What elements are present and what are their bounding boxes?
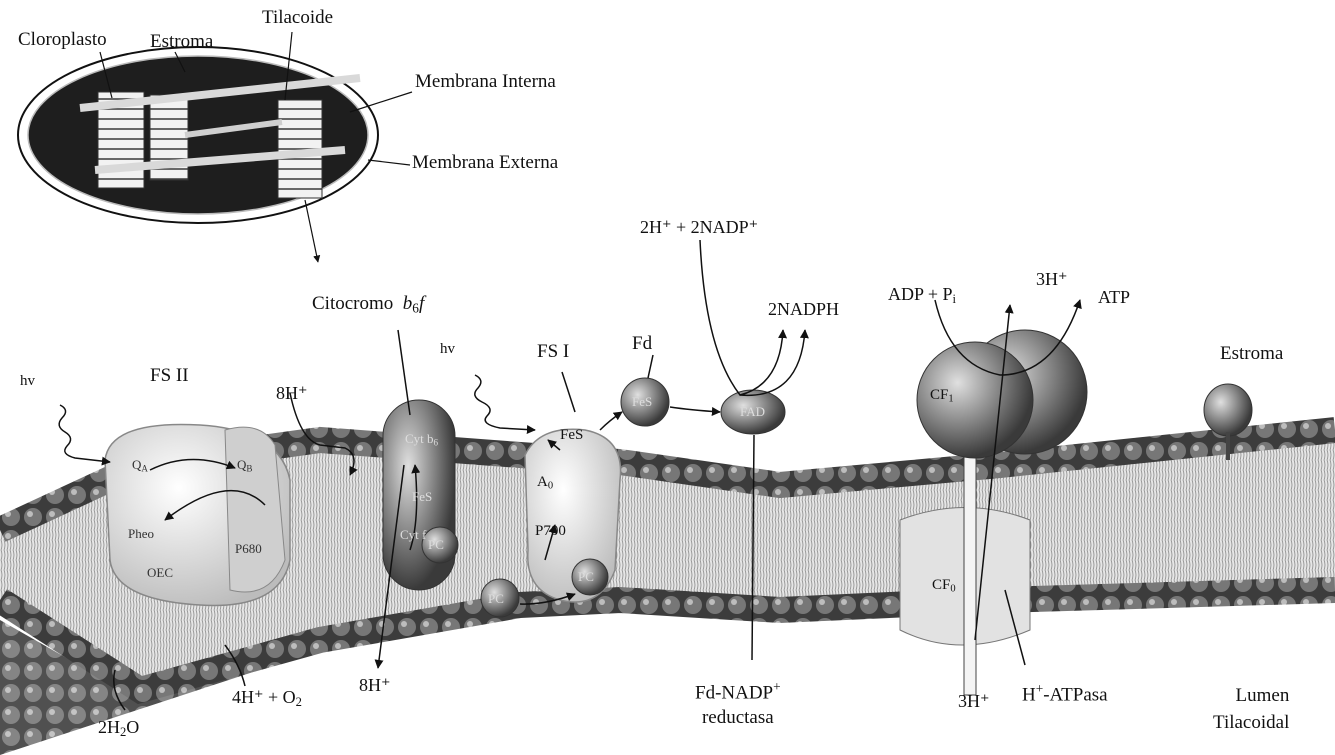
nadp-reactants: 2H⁺ + 2NADP⁺: [640, 218, 758, 236]
adp-sub: i: [953, 292, 957, 306]
water-text: 2H: [98, 717, 120, 737]
stroma-label-inset: Estroma: [150, 32, 213, 51]
atpase-suffix: -ATPasa: [1043, 684, 1107, 705]
thylakoid-label: Tilacoide: [262, 8, 333, 27]
inner-membrane-label: Membrana Interna: [415, 72, 556, 91]
qa-sub: A: [141, 463, 148, 473]
adp-text: ADP + P: [888, 284, 953, 304]
cytf-label: Cyt f: [400, 528, 426, 541]
cytochrome-name: Citocromo: [312, 293, 393, 314]
protons-8h-top: 8H⁺: [276, 384, 308, 402]
fes-fd-label: FeS: [632, 395, 652, 408]
lumen-line2: Tilacoidal: [1213, 713, 1289, 732]
pc-label-2: PC: [488, 592, 504, 605]
adp-reactants: ADP + Pi: [888, 285, 956, 306]
protons-3h-top: 3H⁺: [1036, 270, 1068, 288]
pheo-label: Pheo: [128, 527, 154, 540]
qa-text: Q: [132, 457, 141, 472]
fnr-label: Fd-NADP+ reductasa: [695, 680, 781, 727]
o2-text: 4H⁺ + O: [232, 687, 296, 707]
lumen-label: Lumen Tilacoidal: [1213, 686, 1289, 732]
chloroplast-illustration: [18, 32, 412, 262]
atpase-label: H+-ATPasa: [1022, 682, 1108, 704]
cytochrome-f: f: [419, 293, 424, 314]
fes-psi-label: FeS: [560, 428, 583, 443]
qb-label: QB: [237, 458, 252, 473]
qa-label: QA: [132, 458, 148, 473]
cytb6-sub: 6: [434, 437, 439, 447]
a0-label: A0: [537, 475, 553, 492]
cytb6-label: Cyt b6: [405, 432, 438, 447]
fnr-sup: +: [773, 679, 781, 694]
qb-sub: B: [246, 463, 252, 473]
protons-8h-bottom: 8H⁺: [359, 676, 391, 694]
light-psi: hv: [440, 342, 455, 357]
cytb6-text: Cyt b: [405, 431, 434, 446]
chloroplast-label: Cloroplasto: [18, 30, 107, 49]
o2-sub: 2: [296, 695, 302, 709]
cf1-text: CF: [930, 387, 948, 403]
p680-label: P680: [235, 542, 262, 555]
cf0-sub: 0: [950, 584, 955, 595]
ferredoxin-label: Fd: [632, 334, 652, 353]
cf0-text: CF: [932, 577, 950, 593]
fes-cyt-label: FeS: [412, 490, 432, 503]
cf0-label: CF0: [932, 578, 956, 595]
water-reactant: 2H2O: [98, 718, 139, 739]
a0-text: A: [537, 474, 548, 490]
pc-label-3: PC: [578, 570, 594, 583]
light-psii: hv: [20, 374, 35, 389]
oxygen-products: 4H⁺ + O2: [232, 688, 302, 709]
cytochrome-label: Citocromo b6f: [312, 294, 424, 315]
a0-sub: 0: [548, 481, 553, 492]
cf1-label: CF1: [930, 388, 954, 405]
outer-membrane-label: Membrana Externa: [412, 153, 558, 172]
protons-3h-bottom: 3H⁺: [958, 692, 990, 710]
atpase-h: H: [1022, 684, 1036, 705]
oec-label: OEC: [147, 566, 173, 579]
cytochrome-6: 6: [412, 300, 419, 315]
water-tail: O: [126, 717, 139, 737]
pc-label-1: PC: [428, 538, 444, 551]
photosystem-ii-label: FS II: [150, 366, 189, 385]
stroma-region-label: Estroma: [1220, 344, 1283, 363]
nadph-product: 2NADPH: [768, 300, 839, 318]
photosystem-ii: [105, 424, 290, 605]
photosystem-i-label: FS I: [537, 342, 569, 361]
fnr-line2: reductasa: [702, 708, 774, 727]
p700-label: P700: [535, 524, 566, 539]
atp-product: ATP: [1098, 288, 1130, 306]
qb-text: Q: [237, 457, 246, 472]
fad-label: FAD: [740, 405, 765, 418]
fnr-line1: Fd-NADP: [695, 682, 773, 703]
lumen-line1: Lumen: [1236, 685, 1290, 706]
cf1-sub: 1: [948, 394, 953, 405]
cytochrome-b: b: [403, 293, 413, 314]
